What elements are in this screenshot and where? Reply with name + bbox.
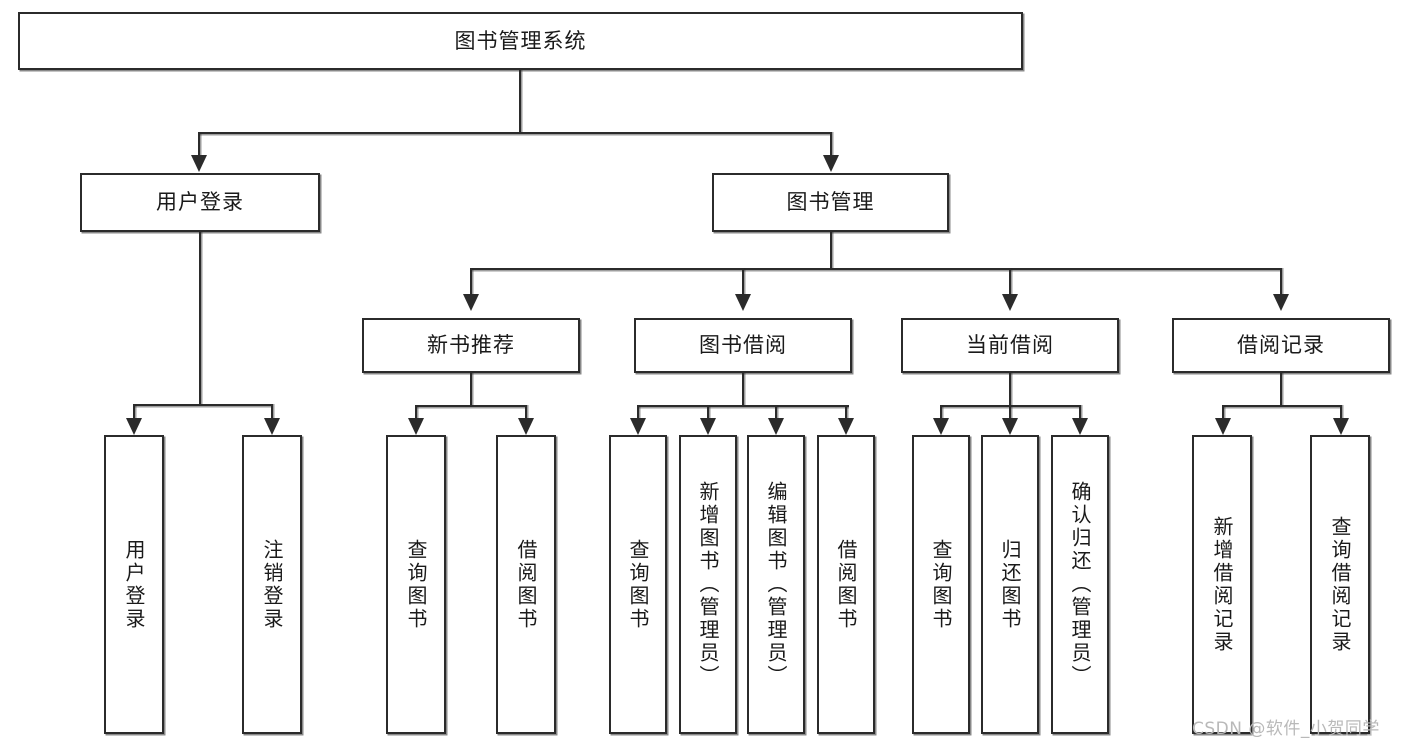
connector-tier2-drop-2 [742, 268, 744, 294]
connector-book-borrow-drop-1 [637, 405, 639, 418]
arrowhead-current-borrow-3 [1072, 418, 1088, 435]
connector-book-mgmt-stem [830, 232, 832, 268]
connector-tier1-drop-book [830, 132, 832, 155]
connector-book-borrow-drop-4 [845, 405, 847, 418]
connector-tier2-drop-1 [470, 268, 472, 294]
arrowhead-user-login-2 [264, 418, 280, 435]
node-label: 查询借阅记录 [1328, 515, 1352, 654]
arrowhead-tier1-user [191, 155, 207, 172]
connector-user-login-bus [133, 404, 271, 406]
arrowhead-new-book-2 [518, 418, 534, 435]
connector-book-borrow-drop-2 [707, 405, 709, 418]
node-book-management[interactable]: 图书管理 [712, 173, 949, 232]
node-new-book-recommend[interactable]: 新书推荐 [362, 318, 580, 373]
arrowhead-borrow-record-2 [1333, 418, 1349, 435]
connector-tier1-bus [198, 132, 830, 134]
connector-user-login-drop-1 [133, 404, 135, 418]
connector-tier2-drop-4 [1280, 268, 1282, 294]
node-borrow-record[interactable]: 借阅记录 [1172, 318, 1390, 373]
arrowhead-book-borrow-3 [768, 418, 784, 435]
leaf-book-borrow-edit[interactable]: 编辑图书（管理员） [747, 435, 805, 734]
arrowhead-tier2-4 [1273, 294, 1289, 311]
arrowhead-tier2-3 [1002, 294, 1018, 311]
arrowhead-book-borrow-2 [700, 418, 716, 435]
leaf-new-book-query[interactable]: 查询图书 [386, 435, 446, 734]
connector-current-borrow-drop-2 [1009, 405, 1011, 418]
node-label: 新书推荐 [427, 333, 515, 358]
node-label: 图书借阅 [699, 333, 787, 358]
node-user-login[interactable]: 用户登录 [80, 173, 320, 232]
node-label: 借阅记录 [1237, 333, 1325, 358]
connector-borrow-record-drop-1 [1222, 405, 1224, 418]
connector-borrow-record-stem [1280, 373, 1282, 405]
connector-current-borrow-stem [1009, 373, 1011, 405]
connector-new-book-stem [470, 373, 472, 405]
arrowhead-book-borrow-4 [838, 418, 854, 435]
node-book-borrow[interactable]: 图书借阅 [634, 318, 852, 373]
connector-tier2-bus [470, 268, 1280, 270]
leaf-borrow-record-add[interactable]: 新增借阅记录 [1192, 435, 1252, 734]
node-label: 用户登录 [122, 538, 146, 631]
connector-book-borrow-drop-3 [775, 405, 777, 418]
connector-borrow-record-drop-2 [1340, 405, 1342, 418]
node-label: 图书管理 [786, 190, 875, 215]
connector-tier1-drop-user [198, 132, 200, 155]
connector-new-book-bus [415, 405, 525, 407]
node-label: 查询图书 [404, 538, 428, 631]
node-label: 查询图书 [626, 538, 650, 631]
node-root-system[interactable]: 图书管理系统 [18, 12, 1023, 70]
leaf-book-borrow-borrow[interactable]: 借阅图书 [817, 435, 875, 734]
leaf-book-borrow-query[interactable]: 查询图书 [609, 435, 667, 734]
node-label: 归还图书 [998, 538, 1022, 631]
node-label: 当前借阅 [966, 333, 1054, 358]
arrowhead-tier1-book [823, 155, 839, 172]
node-label: 编辑图书（管理员） [764, 481, 788, 688]
node-label: 用户登录 [156, 190, 244, 215]
connector-root-stem [519, 70, 521, 132]
node-label: 查询图书 [929, 538, 953, 631]
node-label: 注销登录 [260, 538, 284, 631]
arrowhead-current-borrow-2 [1002, 418, 1018, 435]
leaf-new-book-borrow[interactable]: 借阅图书 [496, 435, 556, 734]
node-label: 图书管理系统 [454, 28, 587, 53]
connector-current-borrow-drop-3 [1079, 405, 1081, 418]
connector-user-login-stem [199, 232, 201, 404]
arrowhead-tier2-2 [735, 294, 751, 311]
node-label: 借阅图书 [834, 538, 858, 631]
leaf-current-borrow-return[interactable]: 归还图书 [981, 435, 1039, 734]
arrowhead-book-borrow-1 [630, 418, 646, 435]
node-label: 新增图书（管理员） [696, 481, 720, 688]
connector-book-borrow-bus [637, 405, 849, 407]
leaf-book-borrow-add[interactable]: 新增图书（管理员） [679, 435, 737, 734]
arrowhead-current-borrow-1 [933, 418, 949, 435]
node-label: 新增借阅记录 [1210, 515, 1234, 654]
leaf-user-login-login[interactable]: 用户登录 [104, 435, 164, 734]
connector-new-book-drop-2 [525, 405, 527, 418]
connector-book-borrow-stem [742, 373, 744, 405]
leaf-current-borrow-confirm[interactable]: 确认归还（管理员） [1051, 435, 1109, 734]
arrowhead-tier2-1 [463, 294, 479, 311]
leaf-borrow-record-query[interactable]: 查询借阅记录 [1310, 435, 1370, 734]
leaf-current-borrow-query[interactable]: 查询图书 [912, 435, 970, 734]
arrowhead-user-login-1 [126, 418, 142, 435]
connector-borrow-record-bus [1222, 405, 1340, 407]
connector-user-login-drop-2 [271, 404, 273, 418]
node-label: 确认归还（管理员） [1068, 481, 1092, 688]
arrowhead-new-book-1 [408, 418, 424, 435]
leaf-user-login-logout[interactable]: 注销登录 [242, 435, 302, 734]
connector-current-borrow-drop-1 [940, 405, 942, 418]
node-label: 借阅图书 [514, 538, 538, 631]
node-current-borrow[interactable]: 当前借阅 [901, 318, 1119, 373]
connector-tier2-drop-3 [1009, 268, 1011, 294]
arrowhead-borrow-record-1 [1215, 418, 1231, 435]
connector-new-book-drop-1 [415, 405, 417, 418]
